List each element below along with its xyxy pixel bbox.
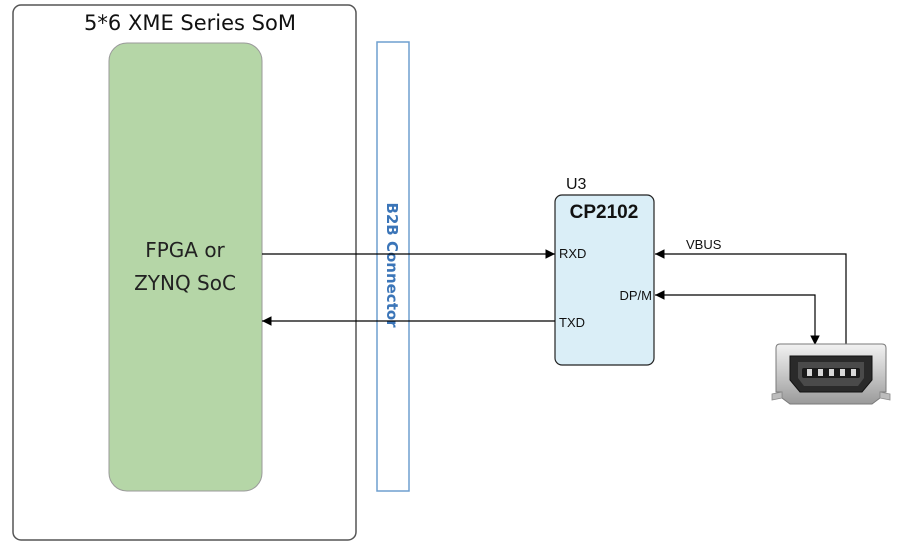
- pin-rxd: RXD: [559, 246, 586, 261]
- b2b-connector: [376, 41, 410, 492]
- fpga-label-line1: FPGA or: [145, 238, 225, 262]
- pin-dpm: DP/M: [620, 288, 653, 303]
- fpga-block: [108, 42, 263, 492]
- vbus-label: VBUS: [686, 237, 722, 252]
- vbus-signal-line: [655, 249, 847, 345]
- pin-txd: TXD: [559, 315, 585, 330]
- dpm-signal-line: [655, 290, 820, 345]
- mini-usb-connector-icon: [771, 343, 891, 405]
- fpga-label-line2: ZYNQ SoC: [134, 271, 236, 295]
- b2b-connector-label: B2B Connector: [383, 202, 401, 328]
- cp2102-chip: [554, 194, 655, 366]
- som-title: 5*6 XME Series SoM: [84, 11, 296, 35]
- chip-name: CP2102: [570, 202, 639, 223]
- chip-ref: U3: [566, 176, 587, 193]
